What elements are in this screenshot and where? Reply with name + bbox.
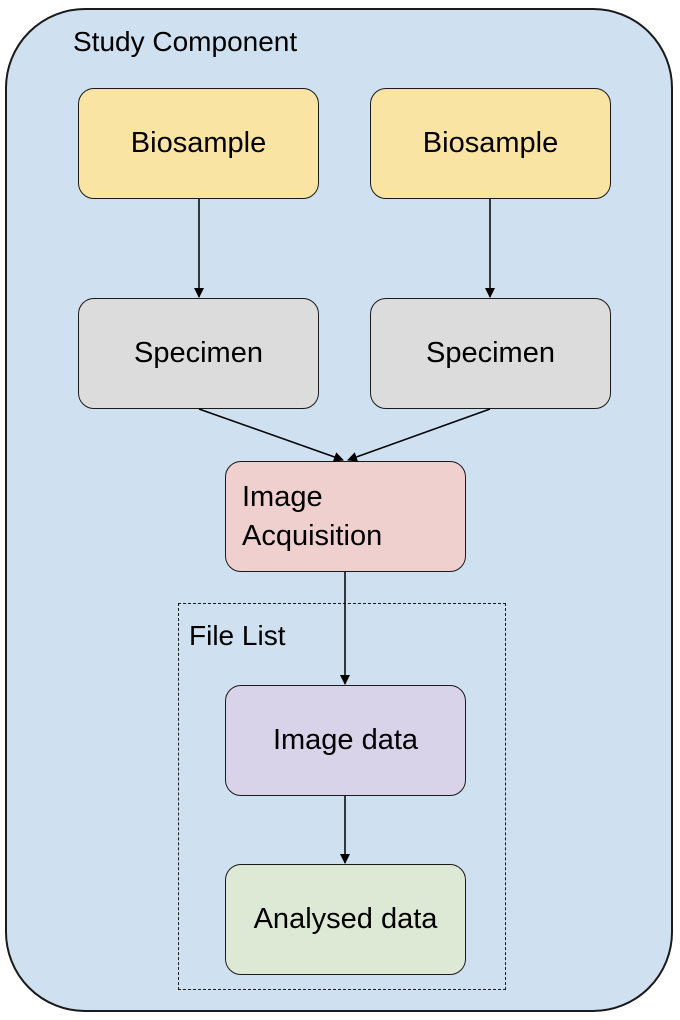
specimen-right-label: Specimen — [426, 337, 555, 369]
image-data-label: Image data — [272, 724, 419, 756]
edge-specimen-left-to-acquisition — [198, 408, 344, 462]
image-data-node[interactable]: Image data — [225, 685, 466, 796]
file-list-group — [178, 603, 506, 990]
edge-specimen-right-to-acquisition — [347, 408, 491, 462]
image-acquisition-label-line1: Image — [242, 480, 323, 513]
specimen-left-node[interactable]: Specimen — [78, 298, 319, 409]
study-component-label: Study Component — [73, 26, 298, 57]
biosample-right-label: Biosample — [422, 127, 559, 159]
specimen-left-label: Specimen — [134, 337, 263, 369]
file-list-label: File List — [189, 620, 286, 651]
image-acquisition-label-line2: Acquisition — [242, 519, 383, 552]
analysed-data-label: Analysed data — [253, 903, 438, 935]
analysed-data-node[interactable]: Analysed data — [225, 864, 466, 975]
specimen-right-node[interactable]: Specimen — [370, 298, 611, 409]
biosample-left-node[interactable]: Biosample — [78, 88, 319, 199]
biosample-left-label: Biosample — [130, 127, 267, 159]
biosample-right-node[interactable]: Biosample — [370, 88, 611, 199]
image-acquisition-node[interactable]: Image Acquisition — [225, 461, 466, 572]
